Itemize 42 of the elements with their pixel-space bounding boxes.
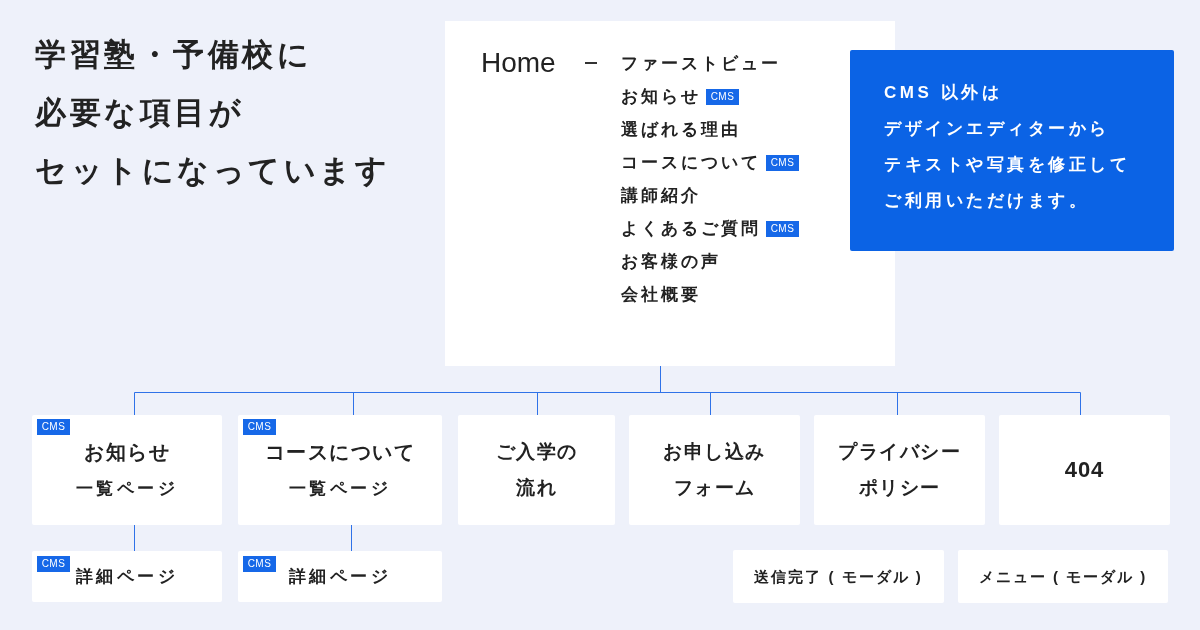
page-card: [458, 415, 615, 525]
page-card: [32, 551, 222, 602]
page-subtitle: 一覧ページ: [288, 478, 392, 500]
connector-line: [134, 524, 135, 552]
page-name: 詳細ページ: [288, 565, 392, 588]
section-item: よくあるご質問: [621, 218, 761, 240]
page-name: コースについて: [264, 440, 416, 465]
tag-label: CMS: [37, 419, 70, 435]
tag-label: CMS: [243, 556, 276, 572]
section-item: 講師紹介: [621, 185, 701, 207]
connector-line: [134, 365, 1081, 416]
page-name: メニュー ( モーダル ): [978, 566, 1148, 587]
page-card: [238, 415, 442, 525]
page-card: [238, 551, 442, 602]
page-card: [999, 415, 1170, 525]
page-name: プライバシーポリシー: [838, 440, 961, 500]
page-card: [629, 415, 800, 525]
page-name: 404: [1064, 456, 1105, 484]
page-card: [814, 415, 985, 525]
page-name: 詳細ページ: [75, 565, 179, 588]
home-label: Home: [481, 46, 556, 80]
tag-label: CMS: [37, 556, 70, 572]
page-card: [32, 415, 222, 525]
section-item: お客様の声: [621, 251, 721, 273]
note-text: CMS 以外はデザインエディターからテキストや写真を修正してご利用いただけます。: [884, 82, 1130, 212]
section-item: コースについて: [621, 152, 761, 174]
heading: 学習塾・予備校に必要な項目がセットになっています: [35, 36, 390, 190]
page-name: 送信完了 ( モーダル ): [754, 566, 923, 587]
note-panel: [850, 50, 1174, 251]
section-item: ファーストビュー: [621, 53, 781, 75]
tag-label: CMS: [243, 419, 276, 435]
section-item: 選ばれる理由: [621, 119, 741, 141]
section-item: お知らせ: [621, 86, 701, 108]
section-item: 会社概要: [621, 284, 701, 306]
tag-label: CMS: [706, 89, 739, 105]
page-name: ご入学の流れ: [495, 440, 578, 500]
tag-label: CMS: [766, 221, 799, 237]
tag-label: CMS: [766, 155, 799, 171]
page-subtitle: 一覧ページ: [75, 478, 179, 500]
page-name: お知らせ: [84, 440, 170, 465]
page-name: お申し込みフォーム: [663, 440, 766, 500]
connector-line: [351, 524, 352, 552]
